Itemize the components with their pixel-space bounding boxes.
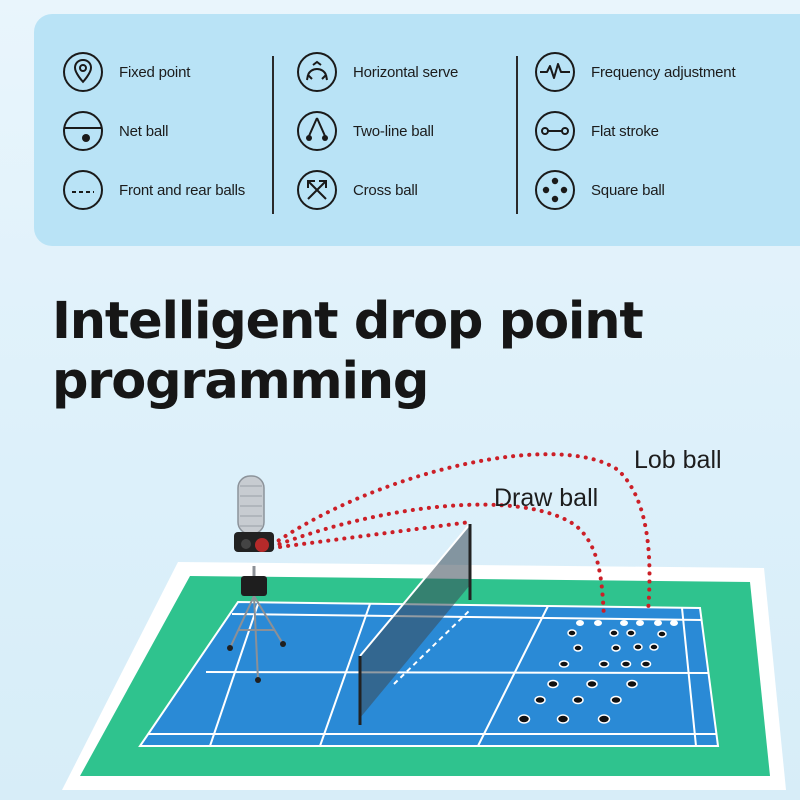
lob-trajectory [270, 452, 652, 614]
horizontal-serve-icon [296, 51, 338, 93]
court-surface [140, 602, 718, 746]
frequency-icon [534, 51, 576, 93]
badminton-net [358, 523, 472, 725]
feature-label: Net ball [119, 122, 169, 140]
feature-label: Cross ball [353, 181, 418, 199]
control-box [241, 576, 267, 596]
draw-ball-label: Draw ball [494, 484, 599, 512]
feature-net-ball: Net ball [62, 108, 168, 154]
feature-label: Frequency adjustment [591, 63, 736, 81]
title-line-2: programming [52, 352, 429, 411]
net-trajectory [270, 520, 472, 550]
feature-cross-ball: Cross ball [296, 167, 418, 213]
feature-label: Front and rear balls [119, 181, 246, 199]
feature-label: Flat stroke [591, 122, 659, 140]
feature-horizontal-serve: Horizontal serve [296, 49, 458, 95]
feature-two-line: Two-line ball [296, 108, 434, 154]
front-rear-icon [62, 169, 104, 211]
title-line-1: Intelligent drop point [52, 292, 644, 351]
flat-stroke-icon [534, 110, 576, 152]
landing-targets [517, 620, 678, 724]
feature-square-ball: Square ball [534, 167, 665, 213]
square-ball-icon [534, 169, 576, 211]
cross-ball-icon [296, 169, 338, 211]
feature-flat-stroke: Flat stroke [534, 108, 659, 154]
net-ball-icon [62, 110, 104, 152]
feature-frequency: Frequency adjustment [534, 49, 736, 95]
divider [516, 56, 518, 214]
draw-trajectory [270, 502, 606, 620]
feature-panel: Fixed point Net ball Front and rear ball… [34, 14, 800, 246]
court-lines [138, 600, 720, 747]
two-line-icon [296, 110, 338, 152]
page-title: Intelligent drop point programming [52, 292, 644, 412]
feature-front-rear: Front and rear balls [62, 167, 245, 213]
divider [272, 56, 274, 214]
location-pin-icon [62, 51, 104, 93]
lob-ball-label: Lob ball [634, 446, 722, 474]
shuttle-machine [234, 475, 274, 552]
feature-label: Fixed point [119, 63, 191, 81]
feature-label: Horizontal serve [353, 63, 459, 81]
feature-label: Square ball [591, 181, 665, 199]
feature-fixed-point: Fixed point [62, 49, 190, 95]
feature-label: Two-line ball [353, 122, 434, 140]
trajectories [270, 452, 652, 620]
